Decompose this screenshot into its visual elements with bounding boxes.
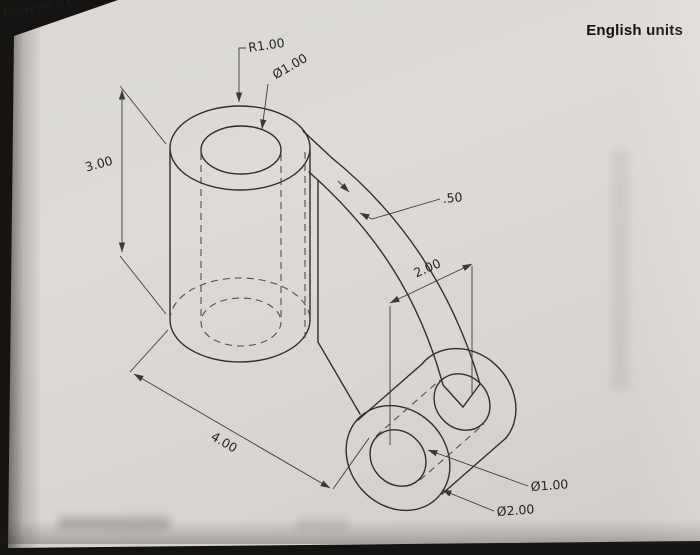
dim-top-radius: R1.00 xyxy=(235,35,286,103)
dim-base-length: 4.00 xyxy=(129,329,370,490)
dim-boss-length-label: 2.00 xyxy=(411,255,443,280)
large-cylinder xyxy=(169,105,311,363)
dim-small-outer-dia-label: Ø2.00 xyxy=(496,501,535,519)
dim-height-label: 3.00 xyxy=(83,153,114,175)
dim-web-thickness: .50 xyxy=(337,180,463,221)
dim-web-thickness-label: .50 xyxy=(442,189,463,206)
small-cylinder xyxy=(345,347,517,512)
dim-small-hole-dia-label: Ø1.00 xyxy=(530,476,569,494)
dim-top-hole-dia-label: Ø1.00 xyxy=(270,50,310,82)
dim-top-hole-dia: Ø1.00 xyxy=(260,50,310,130)
dim-top-radius-label: R1.00 xyxy=(247,35,285,55)
dim-height: 3.00 xyxy=(83,85,167,315)
dim-small-hole-dia: Ø1.00 xyxy=(427,449,569,494)
dim-small-outer-dia: Ø2.00 xyxy=(441,489,535,519)
units-label: English units xyxy=(586,22,683,39)
